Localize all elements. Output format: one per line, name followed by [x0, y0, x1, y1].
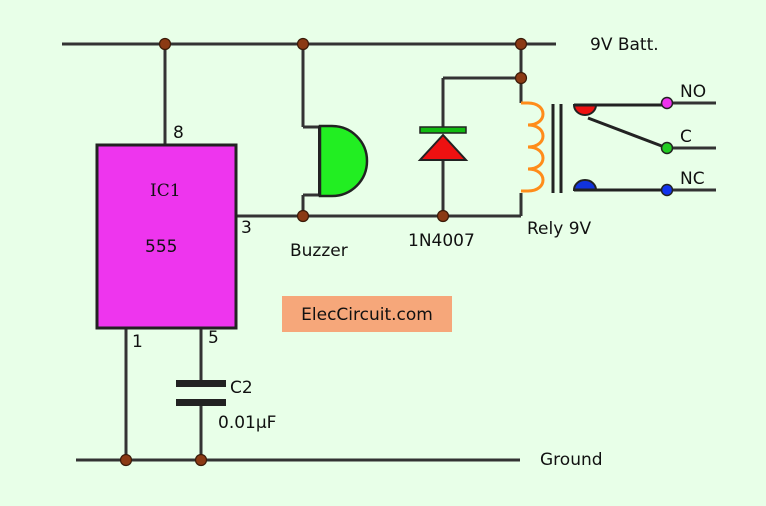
no-label: NO	[680, 82, 706, 102]
diode-label: 1N4007	[408, 231, 475, 251]
relay-coil	[521, 101, 545, 193]
junction-node	[514, 37, 528, 51]
capacitor-plate-top	[176, 380, 226, 387]
capacitor-plate-bottom	[176, 399, 226, 406]
c-terminal	[660, 141, 674, 155]
junction-node	[436, 209, 450, 223]
capacitor-c2	[176, 380, 226, 406]
diode-cathode-band	[419, 126, 467, 134]
relay-nc-contact	[572, 179, 598, 191]
diode-body	[417, 133, 469, 161]
c-label: C	[680, 127, 692, 147]
relay-switch-arm	[587, 116, 668, 150]
junction-node	[158, 37, 172, 51]
buzzer-label: Buzzer	[290, 241, 348, 261]
relay	[521, 96, 674, 197]
nc-terminal	[660, 183, 674, 197]
junction-node	[119, 453, 133, 467]
wires	[62, 42, 716, 462]
no-terminal	[660, 96, 674, 110]
brand-label: ElecCircuit.com	[301, 305, 433, 325]
pin8-label: 8	[173, 123, 184, 143]
buzzer-dome	[318, 124, 369, 198]
ic-type-label: 555	[145, 237, 177, 257]
junction-node	[194, 453, 208, 467]
cap-value-label: 0.01µF	[218, 413, 276, 433]
nc-label: NC	[680, 169, 705, 189]
pin3-label: 3	[241, 218, 252, 238]
relay-no-contact	[572, 104, 598, 116]
ground-label: Ground	[540, 450, 603, 470]
supply-label: 9V Batt.	[590, 35, 659, 55]
ic-555-body	[95, 143, 238, 330]
junctions	[119, 37, 528, 467]
junction-node	[296, 209, 310, 223]
cap-ref-label: C2	[230, 378, 253, 398]
brand-badge	[282, 296, 452, 332]
ic-ref-label: IC1	[150, 181, 181, 201]
junction-node	[296, 37, 310, 51]
diode	[417, 126, 469, 161]
pin1-label: 1	[132, 332, 143, 352]
pin5-label: 5	[208, 328, 219, 348]
buzzer	[318, 124, 369, 198]
junction-node	[514, 71, 528, 85]
relay-label: Rely 9V	[527, 219, 592, 239]
